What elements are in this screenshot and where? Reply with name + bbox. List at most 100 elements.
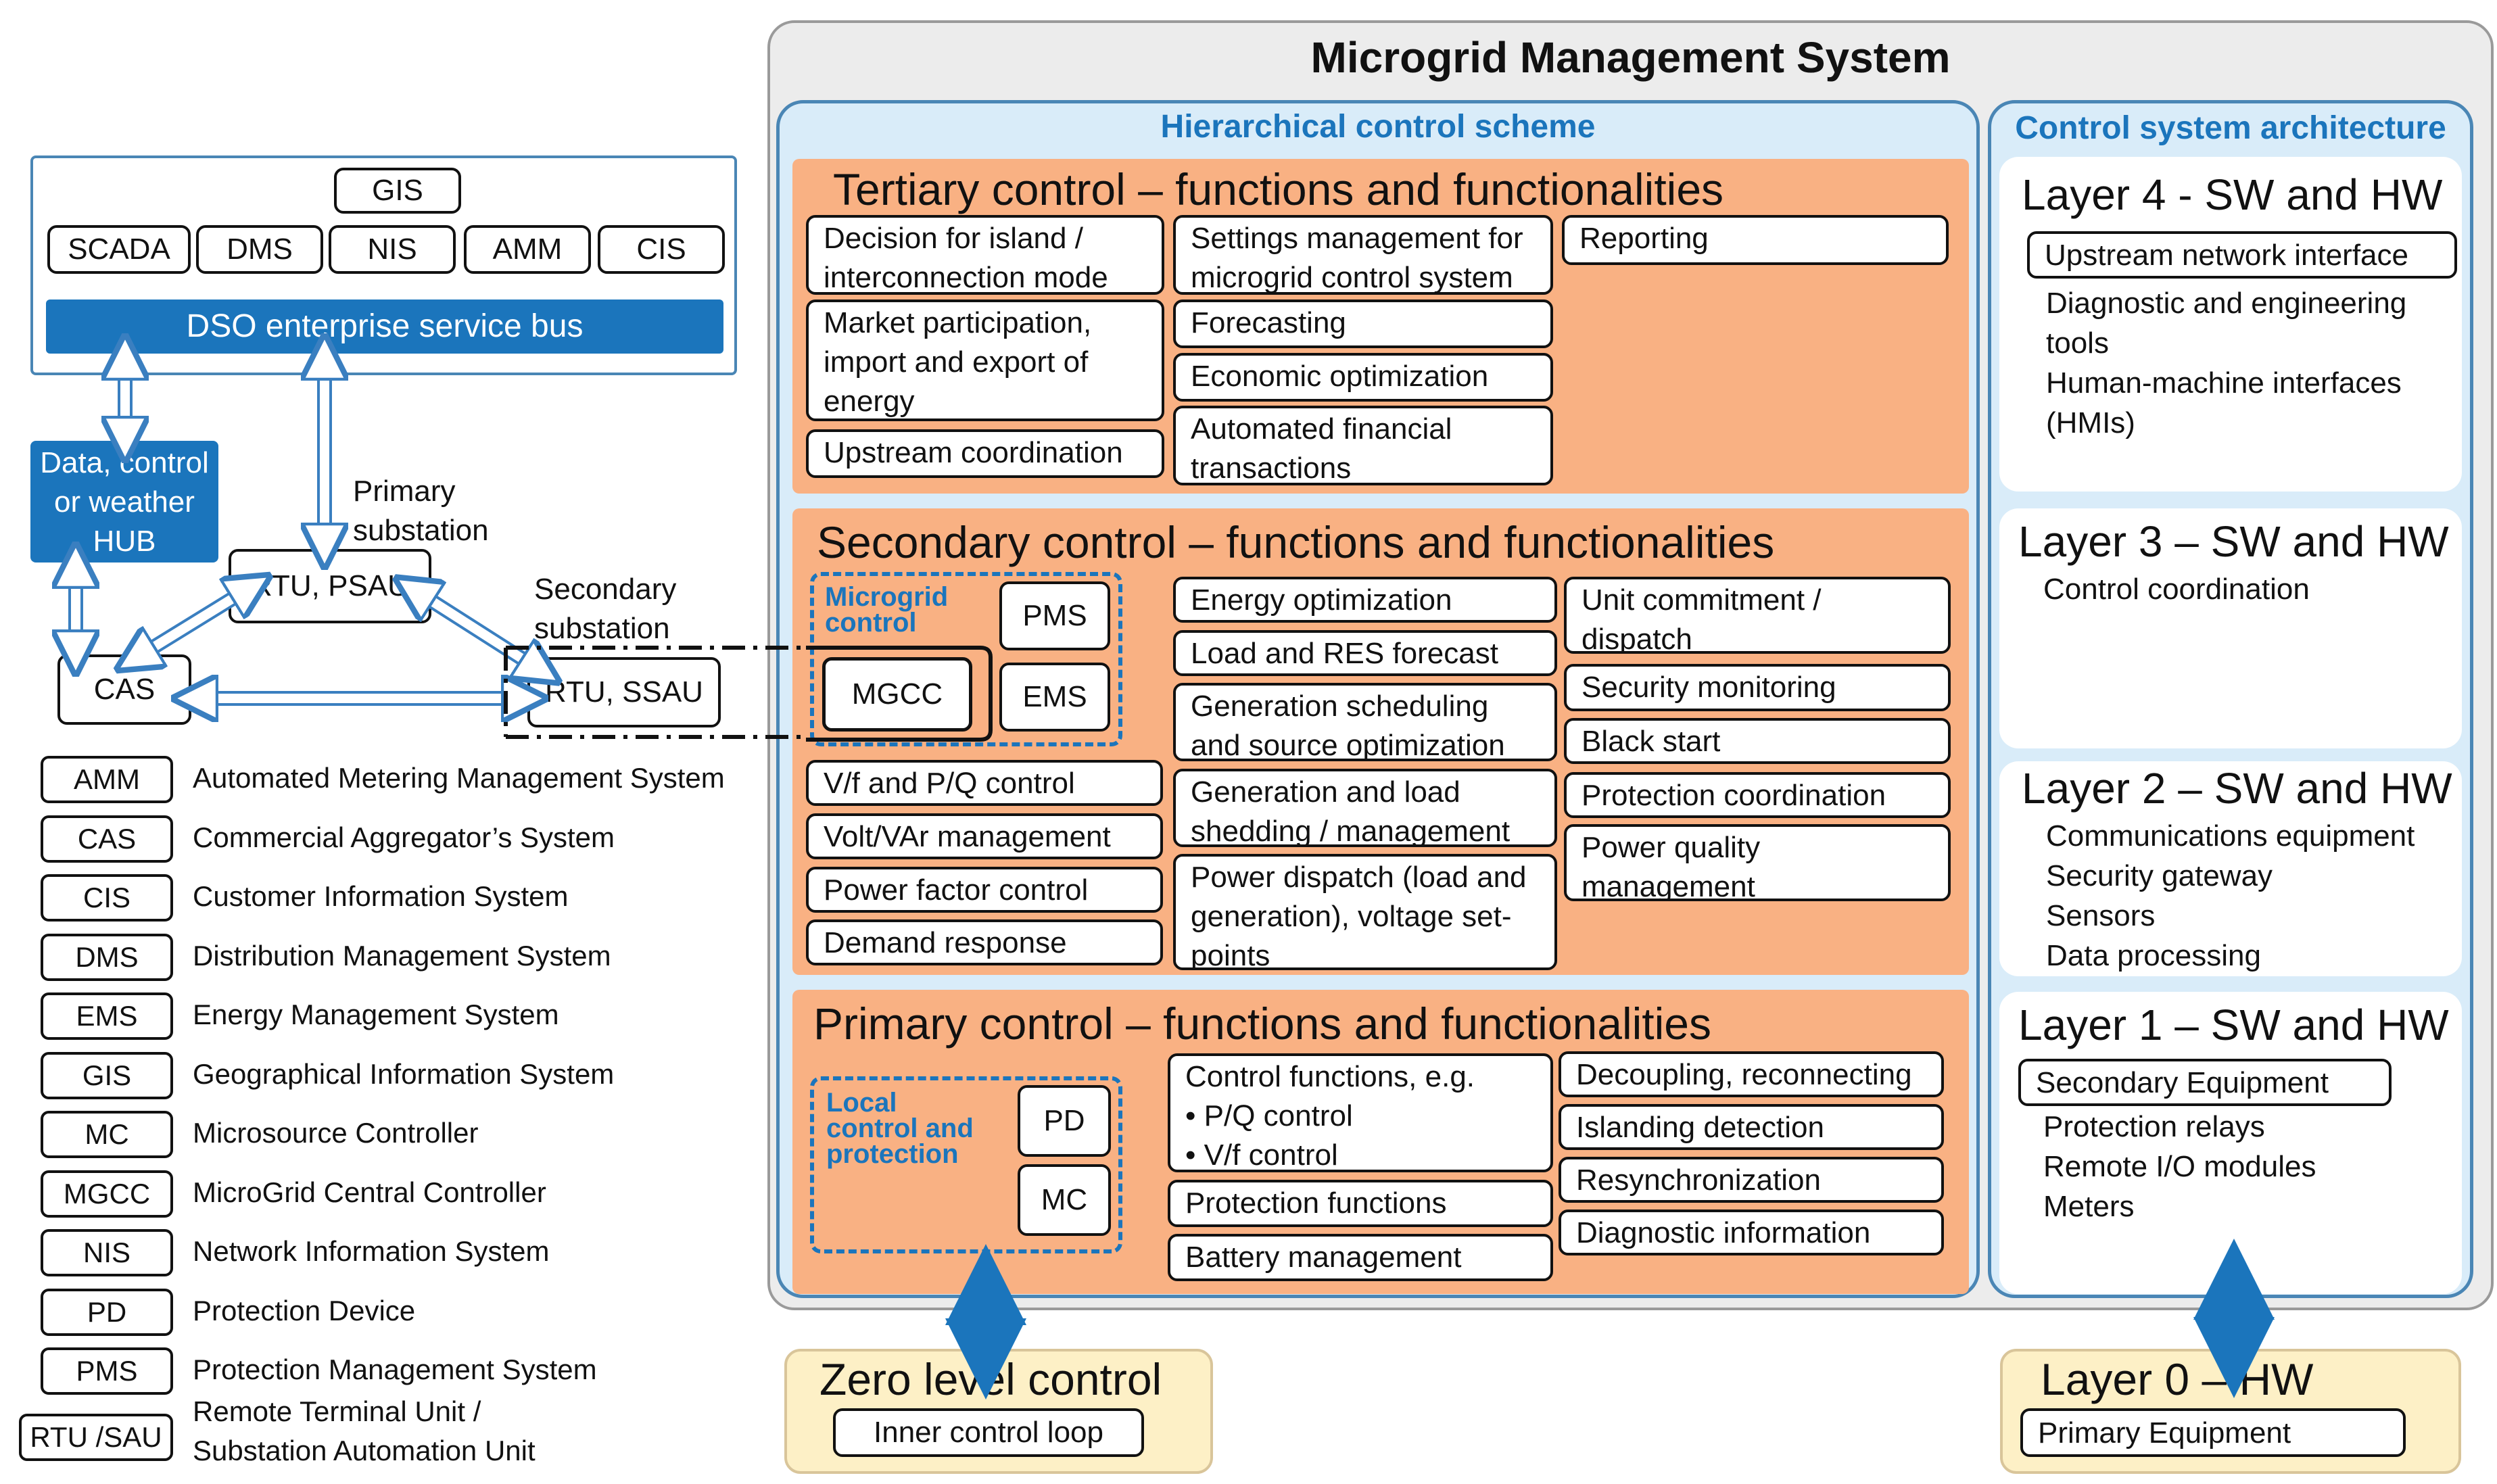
legend-abbr-gis: GIS bbox=[41, 1051, 173, 1099]
legend-description: Protection Management System bbox=[193, 1354, 597, 1385]
legend-abbr-rtu-sau: RTU /SAU bbox=[19, 1413, 173, 1461]
legend-abbr-pd: PD bbox=[41, 1288, 173, 1336]
mc-box: MC bbox=[1018, 1164, 1111, 1236]
primary-item-battery-management: Battery management bbox=[1168, 1234, 1553, 1281]
layer-4-panel bbox=[1999, 157, 2462, 492]
legend-description: Protection Device bbox=[193, 1294, 416, 1326]
legend-abbr-pms: PMS bbox=[41, 1347, 173, 1395]
layer-1-item: Protection relays bbox=[2043, 1110, 2265, 1143]
primary-item-resynchronization: Resynchronization bbox=[1559, 1157, 1944, 1203]
layer-1-secondary-equipment: Secondary Equipment bbox=[2018, 1059, 2392, 1106]
legend-description: Microsource Controller bbox=[193, 1117, 479, 1149]
legend-abbr-cas: CAS bbox=[41, 815, 173, 863]
layer-4-item: (HMIs) bbox=[2046, 406, 2135, 439]
legend-abbr-mgcc: MGCC bbox=[41, 1170, 173, 1218]
inner-control-loop: Inner control loop bbox=[833, 1408, 1144, 1457]
main-title: Microgrid Management System bbox=[1310, 33, 1951, 82]
tertiary-item-forecasting: Forecasting bbox=[1173, 300, 1553, 348]
legend-description: Geographical Information System bbox=[193, 1057, 615, 1090]
legend-abbr-amm: AMM bbox=[41, 756, 173, 803]
layer-3-panel bbox=[1999, 508, 2462, 748]
cis-box: CIS bbox=[598, 225, 725, 274]
layer-2-title: Layer 2 – SW and HW bbox=[2022, 764, 2452, 813]
legend-description: Network Information System bbox=[193, 1235, 550, 1267]
primary-item-protection-functions: Protection functions bbox=[1168, 1180, 1553, 1227]
microgrid-control-group bbox=[810, 572, 1122, 746]
legend-description: Commercial Aggregator’s System bbox=[193, 821, 615, 853]
secondary-item-black-start: Black start bbox=[1564, 718, 1951, 764]
rtu-ssau-box: RTU, SSAU bbox=[527, 657, 721, 727]
secondary-item-vf-pq-control: V/f and P/Q control bbox=[806, 760, 1163, 806]
legend-abbr-ems: EMS bbox=[41, 992, 173, 1040]
legend-description: Remote Terminal Unit /Substation Automat… bbox=[193, 1395, 536, 1466]
secondary-item-protection-coordination: Protection coordination bbox=[1564, 772, 1951, 818]
mgcc-box: MGCC bbox=[822, 657, 972, 732]
legend-abbr-mc: MC bbox=[41, 1111, 173, 1158]
legend-description: Distribution Management System bbox=[193, 939, 611, 972]
legend-abbr-dms: DMS bbox=[41, 933, 173, 981]
arrow-psau-cas bbox=[135, 587, 252, 659]
layer-1-item: Meters bbox=[2043, 1190, 2135, 1223]
layer-4-title: Layer 4 - SW and HW bbox=[2022, 170, 2443, 219]
gis-box: GIS bbox=[334, 168, 461, 214]
scada-box: SCADA bbox=[47, 225, 191, 274]
legend-description: Automated Metering Management System bbox=[193, 762, 725, 794]
tertiary-title: Tertiary control – functions and functio… bbox=[833, 164, 1724, 214]
secondary-item-security-monitoring: Security monitoring bbox=[1564, 664, 1951, 711]
layer-2-item: Communications equipment bbox=[2046, 819, 2415, 853]
secondary-item-power-factor: Power factor control bbox=[806, 867, 1163, 913]
nis-box: NIS bbox=[329, 225, 456, 274]
tertiary-item-reporting: Reporting bbox=[1562, 215, 1949, 265]
primary-item-control-functions: Control functions, e.g.• P/Q control• V/… bbox=[1168, 1053, 1553, 1172]
primary-title: Primary control – functions and function… bbox=[813, 999, 1711, 1049]
dso-enterprise-service-bus: DSO enterprise service bus bbox=[46, 300, 723, 354]
pd-box: PD bbox=[1018, 1085, 1111, 1157]
primary-equipment: Primary Equipment bbox=[2020, 1408, 2406, 1457]
legend-abbr-cis: CIS bbox=[41, 874, 173, 921]
tertiary-item-market-participation: Market participation,import and export o… bbox=[806, 300, 1164, 421]
layer-4-item: Human-machine interfaces bbox=[2046, 366, 2402, 400]
mgcc-bracket bbox=[806, 646, 993, 742]
layer-2-item: Security gateway bbox=[2046, 859, 2273, 892]
layer-1-item: Remote I/O modules bbox=[2043, 1150, 2316, 1183]
primary-item-diagnostic-information: Diagnostic information bbox=[1559, 1210, 1944, 1255]
tertiary-item-upstream-coordination: Upstream coordination bbox=[806, 429, 1164, 478]
arrow-psau-ssau bbox=[414, 590, 541, 671]
architecture-title: Control system architecture bbox=[2015, 110, 2446, 146]
legend-abbr-nis: NIS bbox=[41, 1229, 173, 1276]
legend-description: Customer Information System bbox=[193, 880, 569, 912]
primary-item-islanding-detection: Islanding detection bbox=[1559, 1104, 1944, 1150]
tertiary-item-economic-optimization: Economic optimization bbox=[1173, 353, 1553, 402]
layer-2-item: Data processing bbox=[2046, 939, 2261, 972]
dashdot-link bbox=[503, 646, 805, 739]
amm-box: AMM bbox=[464, 225, 591, 274]
hierarchical-control-title: Hierarchical control scheme bbox=[1160, 109, 1596, 145]
secondary-item-load-res-forecast: Load and RES forecast bbox=[1173, 630, 1557, 676]
tertiary-item-decision-island: Decision for island /interconnection mod… bbox=[806, 215, 1164, 295]
layer-4-item: tools bbox=[2046, 327, 2109, 360]
secondary-item-energy-optimization: Energy optimization bbox=[1173, 577, 1557, 623]
secondary-title: Secondary control – functions and functi… bbox=[817, 517, 1775, 567]
layer-4-upstream-network-interface: Upstream network interface bbox=[2027, 231, 2457, 279]
legend-description: Energy Management System bbox=[193, 999, 559, 1030]
layer-4-item: Diagnostic and engineering bbox=[2046, 287, 2407, 320]
ems-box: EMS bbox=[999, 663, 1110, 732]
layer-1-title: Layer 1 – SW and HW bbox=[2018, 1001, 2449, 1049]
dms-box: DMS bbox=[196, 225, 323, 274]
layer-2-panel bbox=[1999, 761, 2462, 976]
pms-box: PMS bbox=[999, 581, 1110, 650]
legend-description: MicroGrid Central Controller bbox=[193, 1176, 546, 1208]
secondary-item-volt-var: Volt/VAr management bbox=[806, 813, 1163, 859]
primary-item-decoupling: Decoupling, reconnecting bbox=[1559, 1051, 1944, 1097]
layer-2-item: Sensors bbox=[2046, 899, 2156, 932]
layer-3-item: Control coordination bbox=[2043, 573, 2310, 606]
